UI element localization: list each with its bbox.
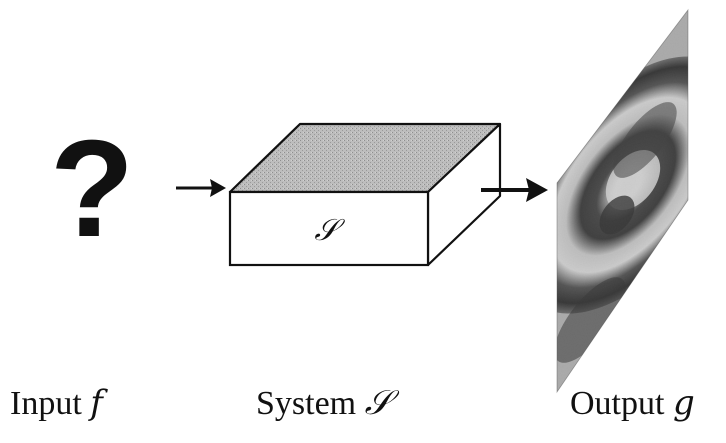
system-caption-symbol: 𝒮 (364, 383, 391, 423)
input-caption-symbol: f (90, 383, 103, 423)
output-caption-text: Output (570, 385, 665, 422)
output-caption-symbol: g (672, 383, 695, 423)
system-caption-text: System (256, 385, 357, 422)
system-caption: System 𝒮 (256, 386, 391, 421)
unknown-input-question-mark: ? (50, 112, 134, 266)
output-caption: Output g (570, 386, 695, 421)
input-arrow (176, 179, 226, 197)
system-box: 𝒮 (228, 122, 502, 267)
input-caption-text: Input (10, 385, 82, 422)
output-arrow (481, 178, 548, 202)
output-image-slice-outline (556, 8, 689, 394)
input-caption: Input f (10, 386, 103, 421)
system-box-front-face (228, 190, 430, 267)
